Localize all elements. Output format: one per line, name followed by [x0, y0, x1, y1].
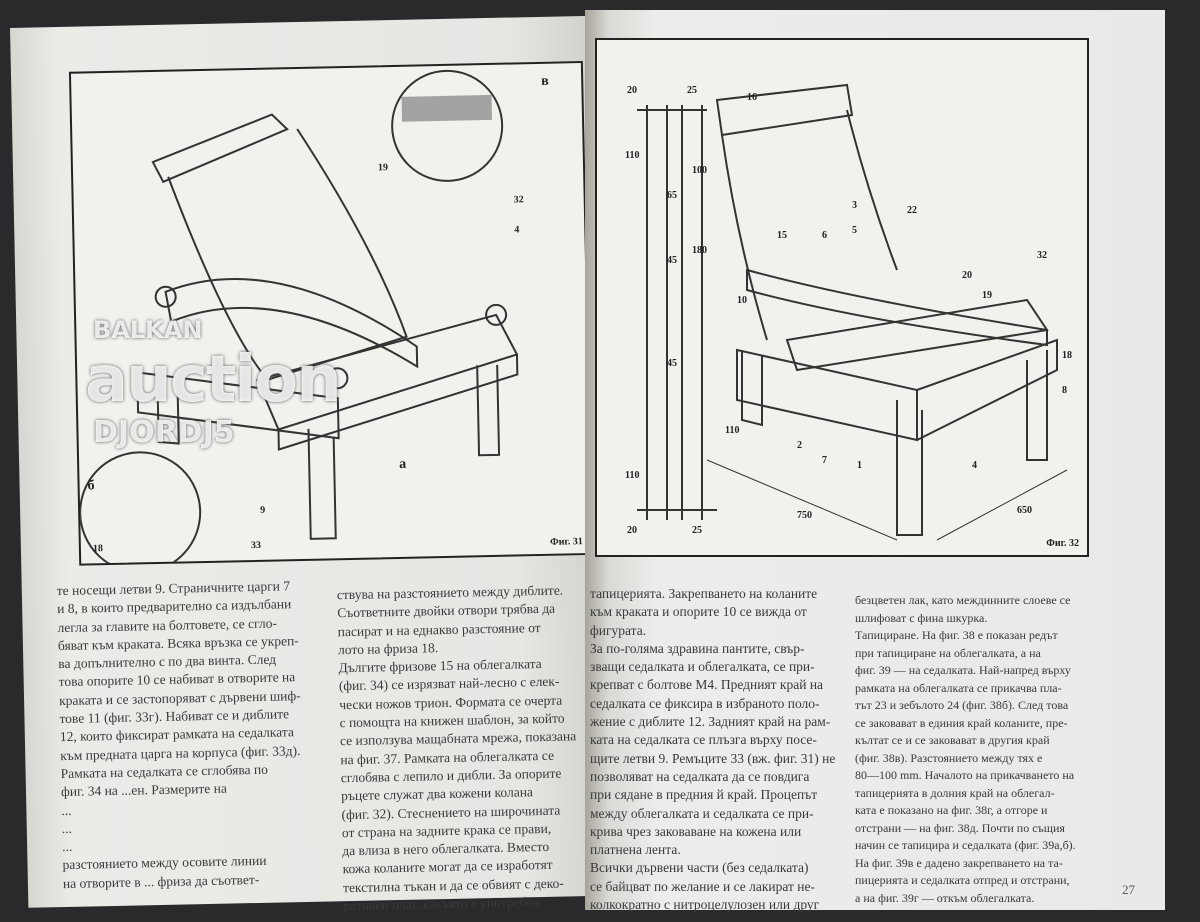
figure-label: 19: [377, 162, 389, 174]
text-line: позволяват на седалката да се повдига: [590, 768, 810, 784]
text-line: ката е показано на фиг. 38г, а отгоре и: [855, 803, 1048, 817]
text-line: при тапициране на облегалката, а на: [855, 645, 1041, 660]
figure-label: 1: [857, 460, 862, 471]
dimension-label: 110: [725, 425, 740, 436]
figure-31-chair-illustration: 19 32 4 б в а 9 18 33 Фиг. 31: [68, 61, 594, 566]
figure-caption: Фиг. 31: [550, 536, 583, 548]
text-line: безцветен лак, като междинните слоеве се: [855, 593, 1071, 607]
text-line: крива чрез заковаване на кожена или: [590, 823, 802, 839]
figure-label: 2: [797, 440, 802, 451]
text-line: пицерията и седалката отпред и отстрани,: [855, 873, 1070, 887]
text-line: ката на седалката се плъзга върху посе-: [590, 732, 817, 748]
text-line: зващи седалката и облегалката, се при-: [590, 659, 815, 675]
watermark-logo: BALKAN auction DJORDJ5: [85, 318, 405, 453]
text-line: тът 23 и зебълото 24 (фиг. 38б). След то…: [855, 698, 1069, 712]
text-line: а на фиг. 39г — откъм облегалката.: [855, 890, 1035, 905]
figure-label: 18: [1062, 350, 1072, 361]
text-line: Всички дървени части (без седалката): [590, 860, 809, 876]
text-line: тапицерията в долния край на облегал-: [855, 785, 1055, 800]
text-line: фигурата.: [590, 622, 647, 638]
text-line: се байцват по желание и се лакират не-: [590, 878, 815, 894]
text-line: кълтат се и се заковават в другия край: [855, 733, 1050, 747]
figure-label: 32: [513, 194, 524, 206]
text-line: към краката и опорите 10 се вижда от: [590, 604, 807, 620]
figure-32-chair-frame-drawing: 16 22 3 5 6 15 10 20 19 32 18 8 2 7 1 4 …: [595, 38, 1089, 557]
figure-label: 19: [982, 290, 992, 301]
text-line: Тапициране. На фиг. 38 е показан редът: [855, 628, 1058, 642]
figure-label: 3: [852, 200, 857, 211]
text-column: ствува на разстоянието между диблите. Съ…: [337, 581, 609, 916]
figure-label: 8: [1062, 385, 1067, 396]
figure-label: 18: [92, 543, 104, 555]
figure-label: 9: [260, 504, 266, 516]
figure-label: 15: [777, 230, 787, 241]
text-line: начин се тапицира и седалката (фиг. 39а,…: [855, 838, 1076, 852]
figure-label: в: [541, 73, 549, 89]
text-line: крепват с болтове М4. Предният край на: [590, 677, 824, 693]
figure-label: 22: [907, 205, 917, 216]
dimension-label: 25: [692, 525, 702, 536]
dimension-label: 650: [1017, 505, 1032, 516]
dimension-label: 110: [625, 470, 640, 481]
figure-label: 32: [1037, 250, 1047, 261]
text-line: За по-голяма здравина пантите, свър-: [590, 640, 805, 656]
figure-label: 7: [822, 455, 827, 466]
dimension-label: 45: [667, 255, 677, 266]
figure-label: 5: [852, 225, 857, 236]
watermark-line: auction: [85, 343, 342, 417]
figure-label: 20: [962, 270, 972, 281]
figure-caption: Фиг. 32: [1046, 538, 1079, 549]
text-line: се заковават в единия край коланите, пре…: [855, 715, 1068, 730]
right-page: 16 22 3 5 6 15 10 20 19 32 18 8 2 7 1 4 …: [585, 10, 1165, 912]
watermark-line: DJORDJ5: [93, 415, 235, 450]
dimension-label: 25: [687, 85, 697, 96]
figure-label: 33: [250, 539, 262, 552]
text-line: 80—100 mm. Началото на прикачването на: [855, 768, 1075, 782]
figure-label: б: [87, 478, 95, 494]
text-line: щите летви 9. Ремъците 33 (вж. фиг. 31) …: [590, 750, 836, 766]
dimension-label: 20: [627, 525, 637, 536]
figure-label: 4: [514, 224, 520, 236]
text-line: шлифоват с фина шкурка.: [855, 610, 988, 625]
figure-label: 10: [737, 295, 747, 306]
text-line: На фиг. 39в е дадено закрепването на та-: [855, 855, 1063, 870]
text-line: седалката се фиксира в избраното поло-: [590, 695, 820, 711]
text-line: (фиг. 38в). Разстоянието между тях е: [855, 750, 1043, 765]
page-number: 27: [1122, 882, 1135, 897]
text-line: колкократно с нитроцелулозен или друг: [590, 897, 820, 913]
dimension-label: 180: [692, 245, 707, 256]
dimension-label: 110: [625, 150, 640, 161]
watermark-line: BALKAN: [93, 316, 203, 344]
figure-label: 16: [747, 92, 757, 103]
chair-frame-drawing: [637, 83, 1068, 541]
left-page: 19 32 4 б в а 9 18 33 Фиг. 31 те носещи …: [10, 15, 614, 913]
dimension-label: 20: [627, 85, 637, 96]
figure-label: а: [399, 456, 407, 472]
dimension-label: 100: [692, 165, 707, 176]
dimension-label: 65: [667, 190, 677, 201]
dimension-label: 750: [797, 510, 812, 521]
text-line: рамката на облегалката се прикачва пла-: [855, 680, 1062, 695]
text-column: тапицерията. Закрепването на коланите къ…: [590, 585, 845, 914]
text-line: фиг. 39 — на седалката. Най-напред върху: [855, 663, 1071, 677]
text-line: между облегалката и седалката се при-: [590, 805, 814, 821]
text-line: платнена лента.: [590, 842, 681, 858]
text-line: при сядане в предния й край. Процепът: [590, 787, 818, 803]
figure-label: 4: [972, 460, 977, 471]
chair-drawing: [79, 69, 519, 564]
text-line: отстрани — на фиг. 38д. Почти по същия: [855, 820, 1065, 835]
dimension-label: 45: [667, 358, 677, 369]
text-column: безцветен лак, като междинните слоеве се…: [855, 592, 1105, 907]
text-column: те носещи летви 9. Страничните царги 7 и…: [57, 577, 318, 893]
figure-label: 6: [822, 230, 827, 241]
text-line: тапицерията. Закрепването на коланите: [590, 586, 818, 601]
text-line: жение с диблите 12. Задният край на рам-: [590, 714, 831, 730]
